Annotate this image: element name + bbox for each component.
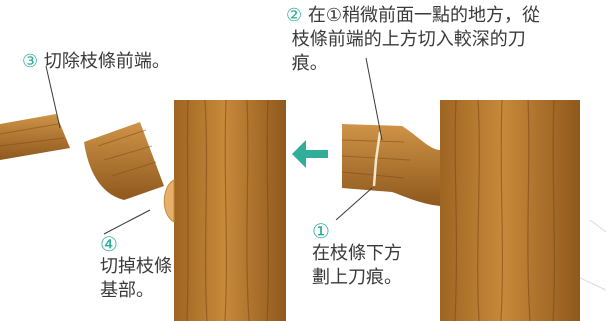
step3-label: ③ 切除枝條前端。: [22, 50, 170, 74]
step3-number: ③: [22, 51, 39, 72]
branch-base-piece: [84, 122, 164, 200]
right-scene: [335, 57, 580, 321]
step2-text: 在①稍微前面一點的地方，從 枝條前端的上方切入較深的刀 痕。: [291, 5, 540, 74]
leader-line-3: [45, 65, 61, 129]
step1-text: 在枝條下方 劃上刀痕。: [312, 243, 402, 288]
step4-number: ④: [100, 232, 118, 256]
step4-text: 切掉枝條 基部。: [100, 256, 172, 301]
step1-number: ①: [312, 219, 330, 243]
right-trunk: [440, 100, 580, 321]
branch-stub: [163, 179, 175, 223]
left-trunk: [174, 100, 286, 321]
right-branch: [342, 124, 440, 206]
leader-line-4: [103, 209, 151, 235]
step2-number: ②: [286, 5, 303, 26]
arrow-left-icon: [292, 140, 328, 168]
branch-tip-piece: [0, 114, 70, 160]
step3-text: 切除枝條前端。: [38, 51, 170, 72]
leader-line-1: [335, 187, 373, 221]
cut-mark: [372, 131, 382, 187]
step2-label: ② 在①稍微前面一點的地方，從 枝條前端的上方切入較深的刀 痕。: [286, 4, 540, 76]
left-scene: [0, 65, 286, 321]
leader-line-2: [365, 57, 383, 141]
